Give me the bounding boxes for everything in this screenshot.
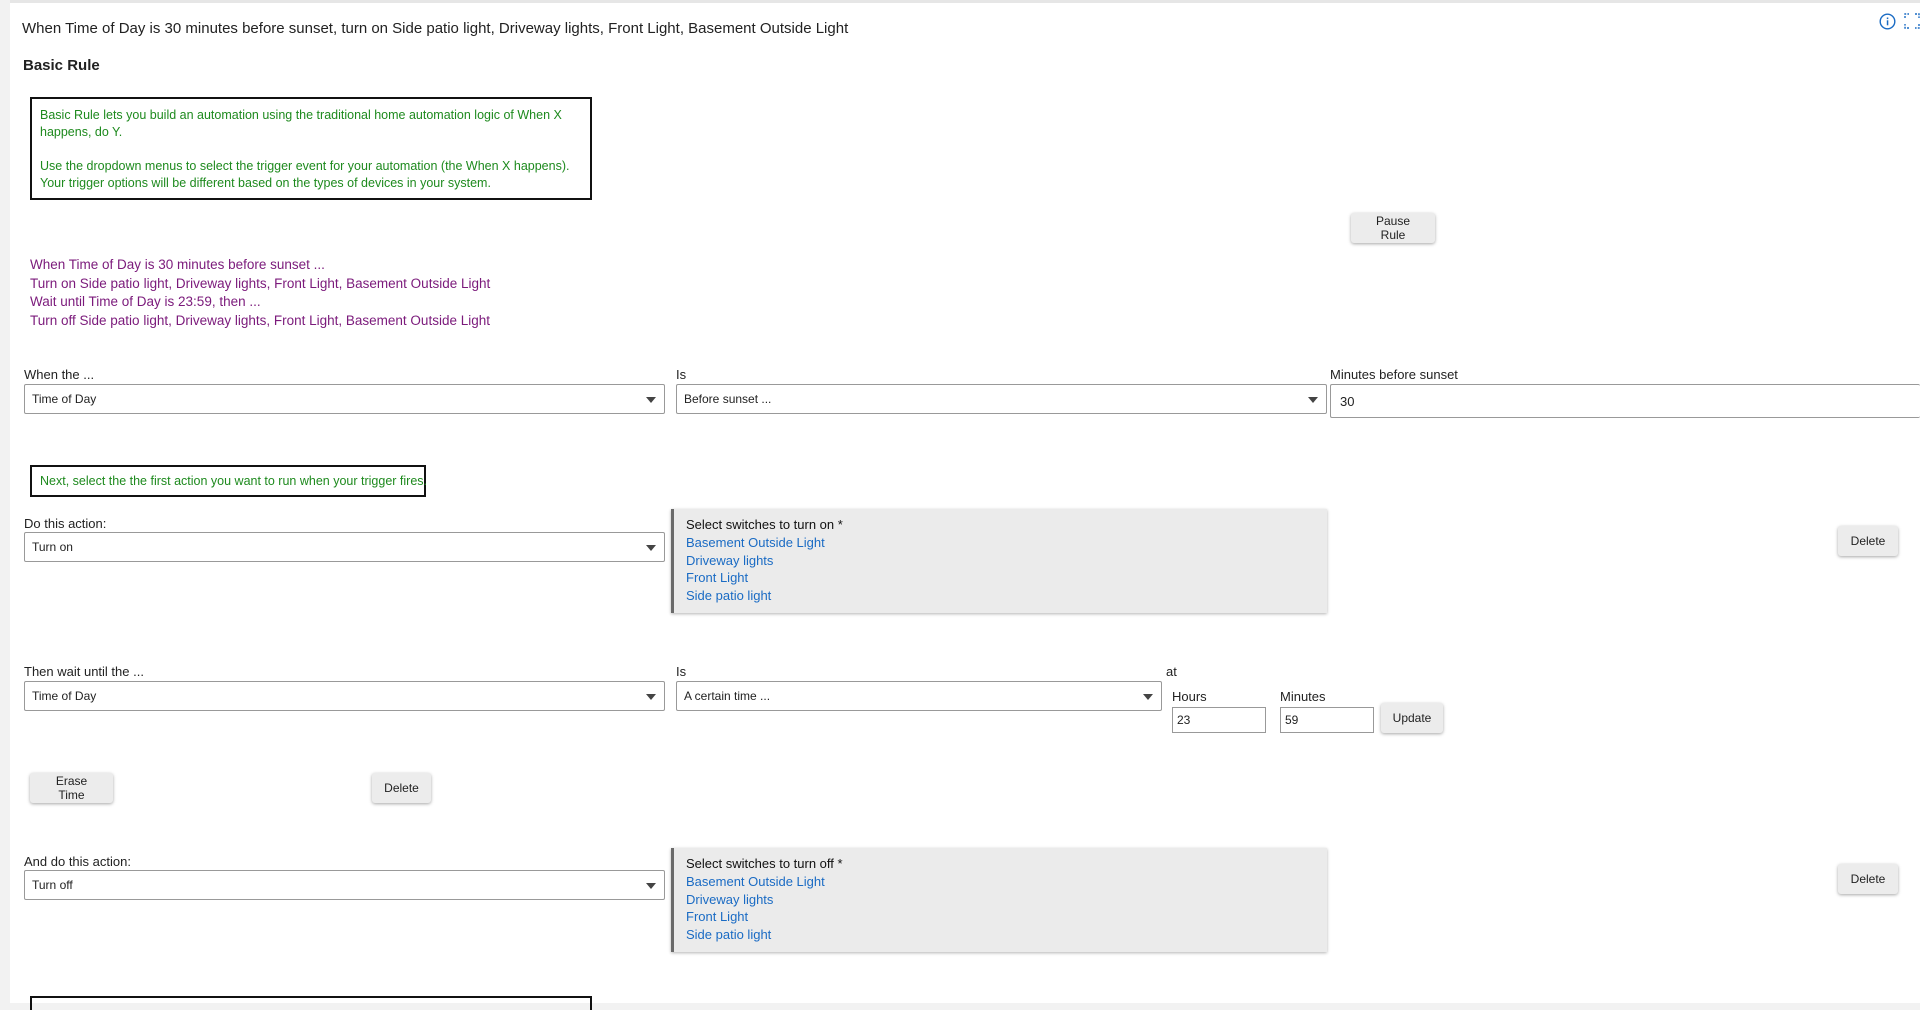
action1-select[interactable]: Turn on (24, 532, 665, 562)
chevron-down-icon (646, 694, 656, 700)
summary-line: Turn off Side patio light, Driveway ligh… (30, 312, 490, 328)
trigger-condition-select[interactable]: Before sunset ... (676, 384, 1327, 414)
switches-title: Select switches to turn on * (686, 517, 843, 532)
summary-line: Wait until Time of Day is 23:59, then ..… (30, 294, 261, 309)
erase-time-button[interactable]: Erase Time (30, 773, 113, 803)
pause-rule-button[interactable]: Pause Rule (1351, 213, 1435, 243)
select-value: Before sunset ... (684, 392, 772, 406)
switch-item[interactable]: Side patio light (686, 926, 772, 942)
switch-item[interactable]: Basement Outside Light (686, 874, 825, 889)
hours-input[interactable]: 23 (1172, 707, 1266, 733)
action1-label: Do this action: (24, 516, 107, 531)
trigger-device-select[interactable]: Time of Day (24, 384, 665, 414)
rule-page: When Time of Day is 30 minutes before su… (10, 0, 1920, 1010)
fullscreen-icon[interactable] (1904, 13, 1920, 35)
delete-action2-button[interactable]: Delete (1838, 864, 1898, 894)
select-value: A certain time ... (684, 689, 771, 703)
switch-item[interactable]: Driveway lights (686, 891, 774, 907)
summary-line: When Time of Day is 30 minutes before su… (30, 257, 325, 272)
hours-label: Hours (1172, 689, 1207, 704)
chevron-down-icon (646, 545, 656, 551)
switch-item[interactable]: Front Light (686, 909, 749, 924)
select-value: Turn off (32, 878, 73, 892)
select-value: Turn on (32, 540, 73, 554)
minutes-before-sunset-input[interactable]: 30 (1330, 384, 1920, 418)
switch-item[interactable]: Front Light (686, 570, 749, 585)
summary-line: Turn on Side patio light, Driveway light… (30, 275, 491, 291)
chevron-down-icon (646, 397, 656, 403)
rule-summary: When Time of Day is 30 minutes before su… (30, 256, 490, 330)
chevron-down-icon (1308, 397, 1318, 403)
wait-condition-select[interactable]: A certain time ... (676, 681, 1162, 711)
minutes-before-sunset-label: Minutes before sunset (1330, 367, 1458, 382)
page-title: When Time of Day is 30 minutes before su… (22, 20, 849, 37)
switch-item[interactable]: Side patio light (686, 587, 772, 603)
next-hint-text: Next, select the the first action you wa… (40, 474, 427, 488)
at-label: at (1166, 664, 1177, 679)
wait-device-select[interactable]: Time of Day (24, 681, 665, 711)
chevron-down-icon (646, 883, 656, 889)
turn-off-switches-box[interactable]: Select switches to turn off * Basement O… (671, 848, 1327, 952)
switch-item[interactable]: Basement Outside Light (686, 535, 825, 550)
is-label: Is (676, 367, 687, 382)
wait-is-label: Is (676, 664, 687, 679)
select-value: Time of Day (32, 689, 97, 703)
rule-type-heading: Basic Rule (23, 57, 100, 74)
select-value: Time of Day (32, 392, 97, 406)
minutes-label: Minutes (1280, 689, 1326, 704)
switches-title: Select switches to turn off * (686, 856, 843, 871)
action2-select[interactable]: Turn off (24, 870, 665, 900)
delete-action1-button[interactable]: Delete (1838, 526, 1898, 556)
delete-wait-button[interactable]: Delete (372, 773, 431, 803)
info-icon[interactable] (1879, 13, 1896, 35)
intro-line-1: Basic Rule lets you build an automation … (40, 108, 562, 139)
update-time-button[interactable]: Update (1381, 703, 1443, 733)
intro-line-2: Use the dropdown menus to select the tri… (40, 159, 570, 190)
turn-on-switches-box[interactable]: Select switches to turn on * Basement Ou… (671, 509, 1327, 613)
wait-label: Then wait until the ... (24, 664, 144, 679)
switch-item[interactable]: Driveway lights (686, 552, 774, 568)
next-hint-box: Next, select the the first action you wa… (30, 465, 427, 497)
header-icons (1879, 13, 1920, 35)
chevron-down-icon (1143, 694, 1153, 700)
minutes-input[interactable]: 59 (1280, 707, 1374, 733)
action2-label: And do this action: (24, 854, 131, 869)
next-info-box (30, 996, 592, 1010)
intro-box: Basic Rule lets you build an automation … (30, 97, 592, 200)
when-label: When the ... (24, 367, 95, 382)
